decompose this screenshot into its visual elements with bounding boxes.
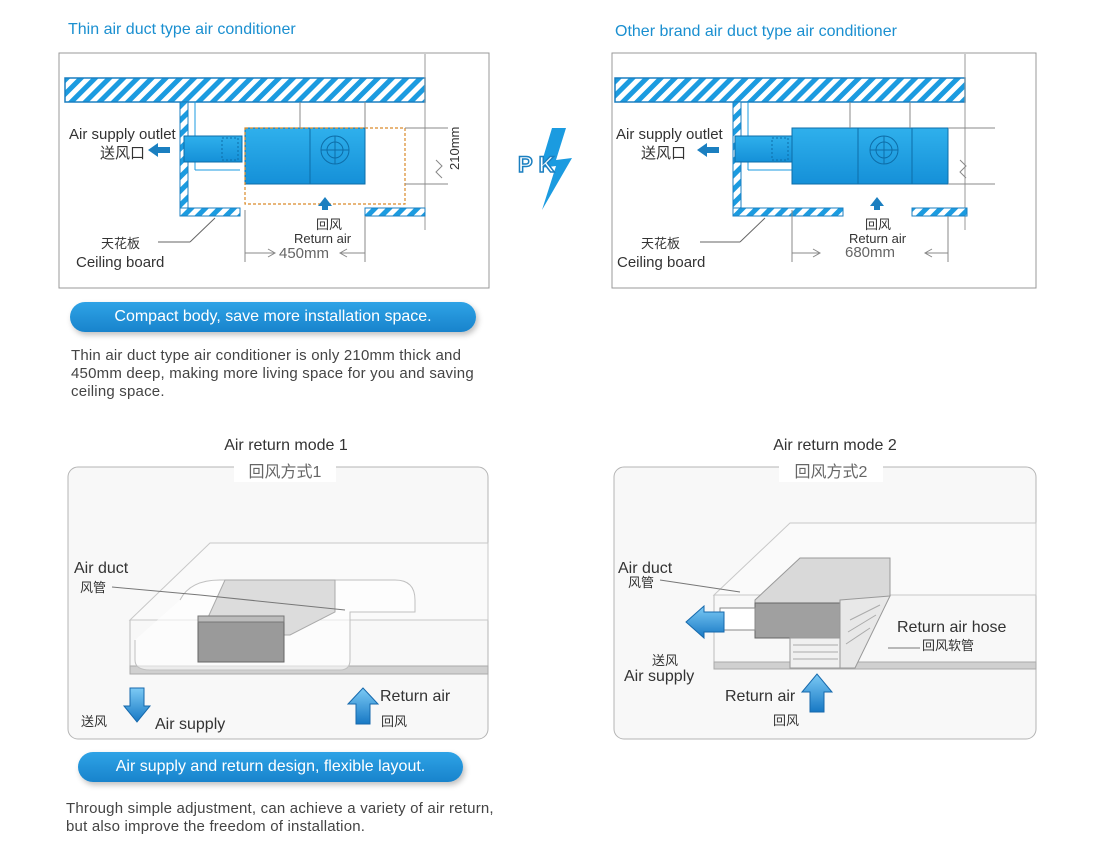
mode1-graphics: [67, 466, 489, 740]
mode2-hose-en: Return air hose: [897, 619, 1007, 636]
right-ceiling-cn: 天花板: [641, 236, 681, 251]
mode1-return-cn: 回风: [381, 714, 408, 729]
mode2-graphics: [613, 466, 1037, 740]
right-depth-dim: 680mm: [845, 244, 896, 261]
left-depth-dim: 450mm: [279, 245, 330, 262]
feature2-text: Through simple adjustment, can achieve a…: [66, 800, 494, 835]
mode2-duct-en: Air duct: [618, 560, 673, 577]
left-height-dim: 210mm: [447, 126, 462, 170]
mode2-return-cn: 回风: [773, 713, 800, 728]
right-return-cn: 回风: [865, 217, 892, 232]
left-supply-outlet-cn: 送风口: [100, 145, 146, 162]
right-panel-title: Other brand air duct type air conditione…: [615, 23, 897, 40]
left-return-cn: 回风: [316, 217, 343, 232]
mode2-duct-cn: 风管: [628, 575, 655, 590]
left-panel-title: Thin air duct type air conditioner: [68, 21, 296, 38]
mode1-title-cn: 回风方式1: [234, 458, 336, 482]
mode1-duct-cn: 风管: [80, 580, 107, 595]
mode2-hose-cn: 回风软管: [922, 638, 975, 653]
mode2-supply-cn: 送风: [652, 653, 679, 668]
lightning-icon: [540, 128, 572, 210]
right-ceiling-en: Ceiling board: [617, 254, 706, 271]
right-supply-outlet-label: Air supply outlet: [616, 126, 723, 143]
mode1-duct-en: Air duct: [74, 560, 129, 577]
left-return-en: Return air: [294, 231, 352, 246]
right-supply-outlet-cn: 送风口: [641, 145, 687, 162]
left-ceiling-cn: 天花板: [101, 236, 141, 251]
feature1-pill: Compact body, save more installation spa…: [70, 302, 476, 332]
right-panel-graphics: [611, 52, 1037, 289]
left-ceiling-en: Ceiling board: [76, 254, 165, 271]
mode1-supply-cn: 送风: [81, 714, 108, 729]
mode1-return-en: Return air: [380, 688, 451, 705]
right-return-en: Return air: [849, 231, 907, 246]
left-supply-outlet-label: Air supply outlet: [69, 126, 176, 143]
left-panel-graphics: [58, 52, 490, 289]
feature1-text: Thin air duct type air conditioner is on…: [71, 347, 474, 400]
mode1-title: Air return mode 1: [210, 437, 362, 455]
mode1-supply-en: Air supply: [155, 716, 226, 733]
feature2-pill: Air supply and return design, flexible l…: [78, 752, 463, 782]
pk-label: PK: [517, 151, 561, 178]
mode2-title: Air return mode 2: [756, 437, 914, 455]
mode2-supply-en: Air supply: [624, 668, 695, 685]
mode2-return-en: Return air: [725, 688, 796, 705]
mode2-title-cn: 回风方式2: [779, 458, 883, 482]
